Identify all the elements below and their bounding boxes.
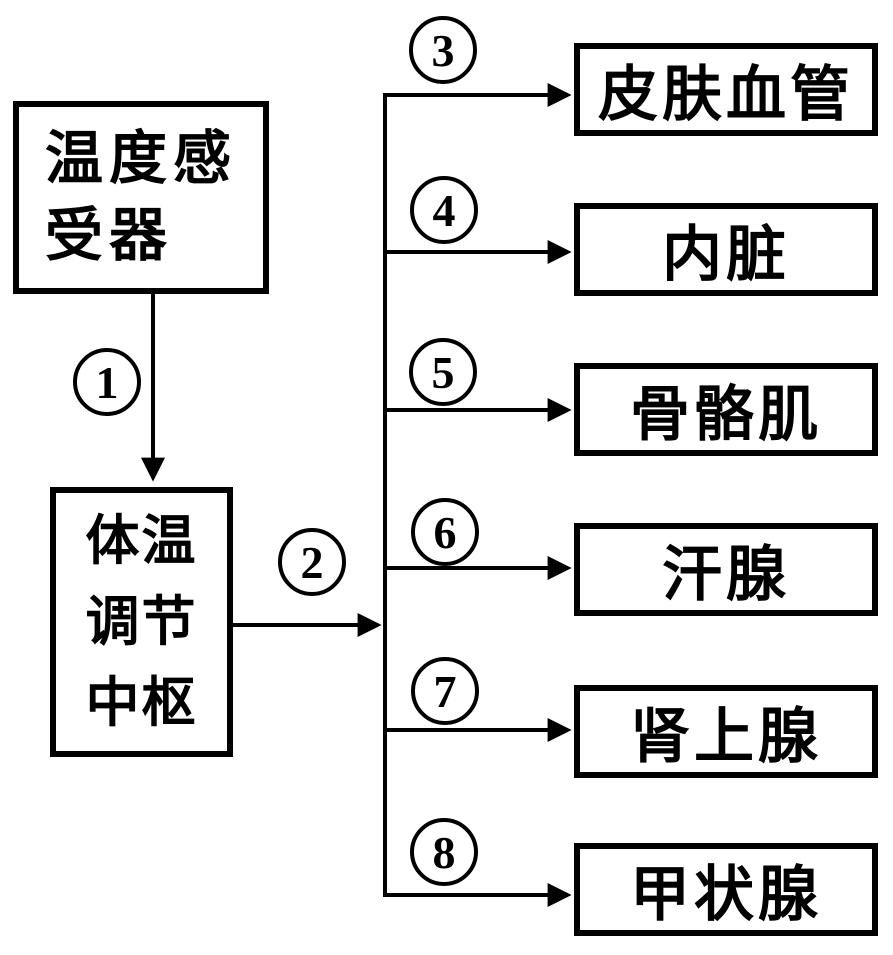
node-internal-organs: 内脏	[574, 203, 878, 296]
edge-label-3: 3	[409, 16, 477, 84]
edge-label-1: 1	[73, 348, 141, 416]
node-skin-blood-vessels: 皮肤血管	[574, 43, 878, 136]
node-adrenal-gland-label: 肾上腺	[630, 704, 822, 770]
node-thermoregulation-center-line3: 中枢	[85, 672, 198, 733]
node-thermoregulation-center-line2: 调节	[85, 591, 198, 652]
edge-label-8: 8	[410, 818, 478, 886]
node-skeletal-muscle-label: 骨骼肌	[630, 382, 822, 448]
node-sweat-glands-label: 汗腺	[662, 542, 790, 608]
edge-label-1-number: 1	[95, 356, 119, 408]
node-internal-organs-label: 内脏	[662, 222, 790, 288]
node-skeletal-muscle: 骨骼肌	[574, 363, 878, 456]
node-sweat-glands: 汗腺	[574, 523, 878, 616]
edge-label-5: 5	[409, 338, 477, 406]
node-temperature-receptor-line1: 温度感	[45, 125, 238, 191]
node-temperature-receptor-line2: 受器	[45, 202, 174, 268]
node-thyroid-gland-label: 甲状腺	[630, 862, 822, 928]
node-thermoregulation-center-line1: 体温	[85, 510, 198, 571]
edge-label-4: 4	[410, 176, 478, 244]
edge-label-6-number: 6	[433, 506, 457, 558]
edge-label-5-number: 5	[431, 346, 455, 398]
node-temperature-receptor: 温度感 受器	[13, 101, 269, 294]
node-thyroid-gland: 甲状腺	[574, 843, 878, 936]
node-adrenal-gland: 肾上腺	[574, 685, 878, 778]
edge-label-7: 7	[411, 657, 479, 725]
edge-label-7-number: 7	[433, 665, 457, 717]
node-skin-blood-vessels-label: 皮肤血管	[598, 62, 854, 128]
edge-label-2: 2	[278, 528, 346, 596]
edge-label-3-number: 3	[431, 24, 455, 76]
edge-label-6: 6	[411, 498, 479, 566]
edge-label-8-number: 8	[432, 826, 456, 878]
node-thermoregulation-center: 体温 调节 中枢	[50, 487, 233, 757]
edge-label-4-number: 4	[432, 184, 456, 236]
edge-label-2-number: 2	[300, 536, 324, 588]
